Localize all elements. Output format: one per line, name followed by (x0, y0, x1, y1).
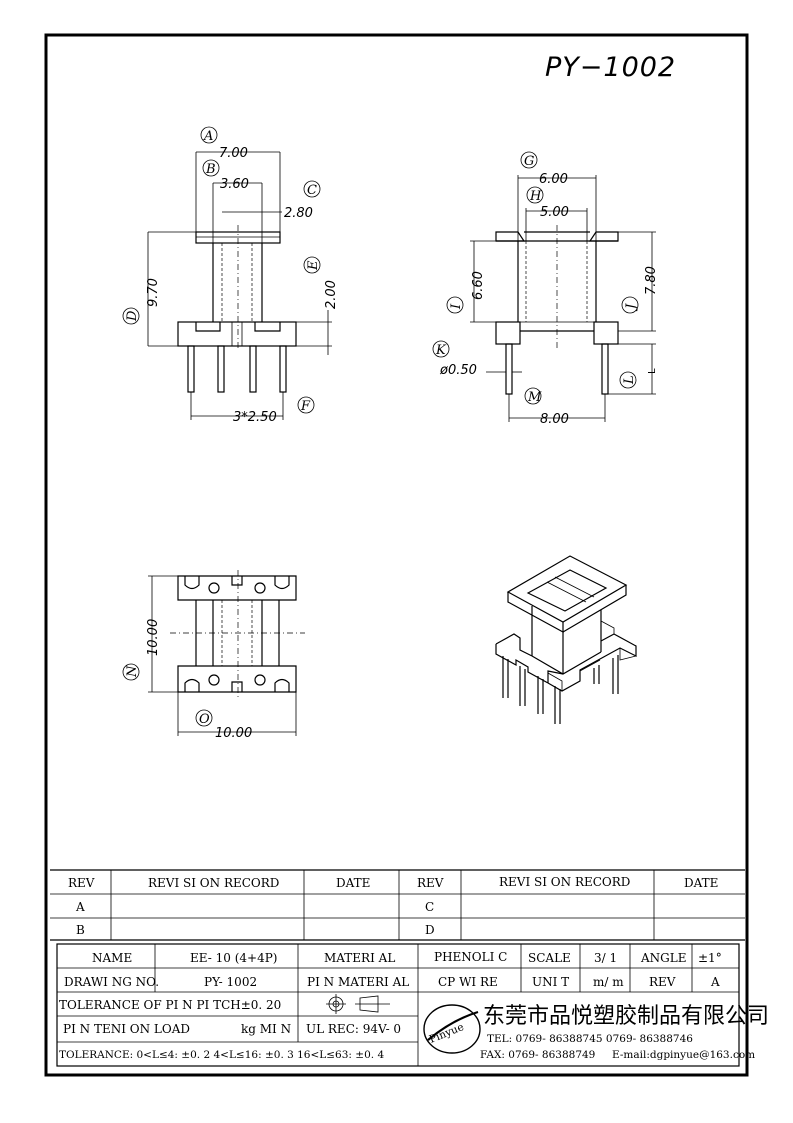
dim-M: 8.00 (540, 412, 569, 427)
dim-J: 7.80 (644, 266, 659, 295)
dim-A: 7.00 (219, 146, 248, 161)
angle-value: ±1° (698, 951, 722, 965)
svg-text:O: O (199, 712, 210, 727)
dim-N: 10.00 (146, 619, 161, 656)
dim-G: 6.00 (539, 172, 568, 187)
callout-N: N (122, 663, 140, 681)
company-tel: TEL: 0769- 86388745 0769- 86388746 (487, 1033, 693, 1045)
company-fax: FAX: 0769- 86388749 (480, 1049, 595, 1061)
ul-rec: UL REC: 94V- 0 (306, 1022, 401, 1036)
svg-text:H: H (529, 189, 542, 204)
dim-E: 2.00 (324, 280, 339, 309)
tolerance-pitch: TOLERANCE OF PI N PI TCH±0. 20 (59, 998, 281, 1012)
title-block (56, 943, 740, 1067)
rev-header-1: REV (68, 876, 95, 890)
logo-text: Pinyue (428, 1021, 466, 1046)
svg-text:B: B (205, 162, 216, 177)
scale-value: 3/ 1 (594, 951, 617, 965)
svg-text:C: C (307, 183, 317, 198)
callout-K: K (432, 340, 450, 358)
dim-K: ø0.50 (439, 363, 477, 378)
isometric-view (495, 555, 637, 724)
revision-table (50, 869, 745, 941)
callout-L: L (619, 371, 637, 389)
svg-text:I: I (449, 303, 464, 310)
unit-label: UNI T (532, 975, 569, 989)
svg-text:M: M (527, 390, 542, 405)
pin-material-label: PI N MATERI AL (307, 975, 409, 989)
angle-label: ANGLE (640, 951, 686, 965)
svg-text:A: A (203, 129, 213, 144)
svg-text:D: D (125, 310, 140, 322)
revision-record-header-1: REVI SI ON RECORD (148, 876, 279, 890)
revision-record-header-2: REVI SI ON RECORD (499, 875, 630, 889)
rev-label: REV (649, 975, 676, 989)
company-name: 东莞市品悦塑胶制品有限公司 (483, 1004, 769, 1029)
rev-row-b: B (76, 923, 85, 937)
dim-H: 5.00 (540, 205, 569, 220)
callout-E: E (303, 256, 321, 274)
svg-text:K: K (435, 343, 447, 358)
callout-J: J (621, 296, 639, 314)
callout-D: D (122, 307, 140, 325)
dim-O: 10.00 (215, 726, 252, 741)
callout-B: B (202, 159, 220, 177)
rev-value: A (710, 975, 720, 989)
dim-D: 9.70 (146, 278, 161, 307)
dim-F: 3*2.50 (233, 410, 277, 425)
drawing-title: PY−1002 (545, 52, 676, 83)
date-header-1: DATE (336, 876, 370, 890)
bottom-view (148, 570, 305, 736)
company-email: E-mail:dgpinyue@163.com (612, 1049, 755, 1061)
date-header-2: DATE (684, 876, 718, 890)
dim-C: 2.80 (284, 206, 313, 221)
unit-value: m/ m (593, 975, 624, 989)
name-label: NAME (92, 951, 132, 965)
callout-G: G (520, 151, 538, 169)
svg-text:E: E (306, 260, 321, 271)
name-value: EE- 10 (4+4P) (190, 951, 277, 965)
callout-C: C (303, 180, 321, 198)
rev-row-c: C (425, 900, 434, 914)
dim-B: 3.60 (220, 177, 249, 192)
drawing-no-label: DRAWI NG NO. (64, 975, 159, 989)
pin-material-value: CP WI RE (438, 975, 498, 989)
sheet-border (44, 33, 749, 1077)
pin-tension-label: PI N TENI ON LOAD (63, 1022, 190, 1036)
svg-text:L: L (622, 375, 637, 385)
scale-label: SCALE (528, 951, 571, 965)
material-label: MATERI AL (324, 951, 395, 965)
rev-row-d: D (425, 923, 435, 937)
rev-row-a: A (75, 900, 85, 914)
svg-text:N: N (125, 665, 140, 678)
front-view (147, 151, 332, 420)
callout-A: A (200, 126, 218, 144)
material-value: PHENOLI C (434, 950, 507, 964)
callout-O: O (195, 709, 213, 727)
callout-I: I (446, 296, 464, 314)
callout-F: F (297, 396, 315, 414)
svg-text:J: J (624, 303, 639, 312)
svg-text:G: G (524, 154, 534, 169)
callout-M: M (524, 387, 542, 405)
drawing-no-value: PY- 1002 (204, 975, 257, 989)
company-logo: Pinyue (423, 1004, 481, 1054)
pin-tension-unit: kg MI N (241, 1022, 291, 1036)
rev-header-2: REV (417, 876, 444, 890)
general-tolerance: TOLERANCE: 0<L≤4: ±0. 2 4<L≤16: ±0. 3 16… (59, 1049, 384, 1061)
svg-text:F: F (300, 399, 311, 414)
dim-I: 6.60 (471, 271, 486, 300)
side-view (470, 175, 656, 422)
dim-L: L (647, 368, 658, 374)
callout-H: H (526, 186, 544, 204)
